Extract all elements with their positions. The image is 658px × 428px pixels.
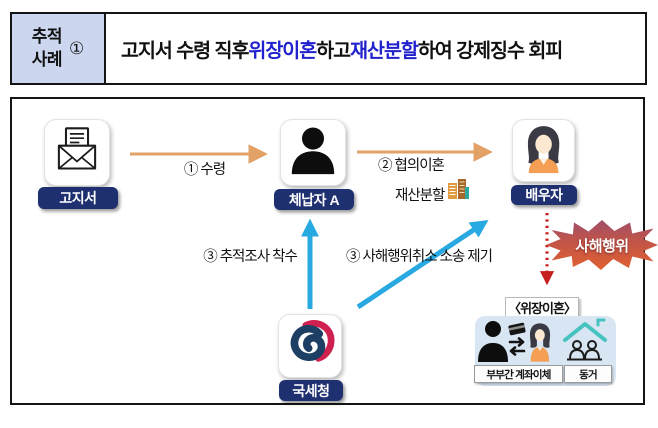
nts-card: [278, 314, 342, 378]
korea-gov-emblem-icon: [283, 317, 337, 376]
fake-divorce-title: 〈위장이혼〉: [505, 297, 579, 318]
cohabit-label: 동거: [564, 365, 612, 383]
title-seg2-highlight: 위장이혼: [248, 40, 317, 62]
case-label-line2: 사례: [31, 49, 63, 69]
flow-diagram: 고지서 ① 수령 체납자 A ② 협의이혼 재산분할: [10, 97, 658, 405]
transfer-label: 부부간 계좌이체: [474, 365, 563, 383]
step2-label: ② 협의이혼 재산분할: [378, 157, 470, 206]
title-seg3: 하고: [316, 40, 351, 62]
nts-label: 국세청: [279, 380, 343, 401]
step1-label: ① 수령: [183, 162, 226, 178]
step3-lawsuit-label: ③ 사해행위취소 소송 제기: [346, 249, 493, 265]
delinquent-label: 체납자 A: [274, 189, 354, 210]
spouse-card: [512, 119, 575, 182]
title-seg5: 하여 강제징수 회피: [417, 40, 563, 62]
buildings-icon: [447, 176, 470, 206]
step2-label-line1: ② 협의이혼: [378, 158, 445, 174]
woman-icon: [518, 122, 570, 179]
case-header: 추적 사례 ① 고지서 수령 직후 위장이혼 하고 재산분할 하여 강제징수 회…: [10, 12, 647, 85]
case-title: 고지서 수령 직후 위장이혼 하고 재산분할 하여 강제징수 회피: [106, 14, 645, 83]
step3-investigation-label: ③ 추적조사 착수: [203, 249, 298, 265]
case-label: 추적 사례: [31, 26, 63, 70]
title-seg4-highlight: 재산분할: [350, 40, 419, 62]
case-header-cell: 추적 사례 ①: [12, 14, 106, 83]
case-number: ①: [69, 38, 85, 58]
fraud-burst-label: 사해행위: [575, 237, 629, 255]
arrow-lawsuit: [356, 220, 489, 310]
notice-card: [44, 119, 110, 186]
case-label-line1: 추적: [31, 27, 63, 47]
title-seg1: 고지서 수령 직후: [121, 40, 249, 62]
envelope-icon: [51, 123, 103, 182]
step2-label-line2: 재산분할: [395, 187, 445, 204]
house-couple-icon: [560, 317, 610, 368]
delinquent-card: [280, 119, 346, 186]
spouse-label: 배우자: [511, 185, 577, 205]
arrows-layer: [130, 142, 555, 310]
notice-label: 고지서: [38, 187, 118, 209]
person-silhouette-icon: [285, 121, 341, 184]
account-transfer-icon: [477, 320, 555, 369]
